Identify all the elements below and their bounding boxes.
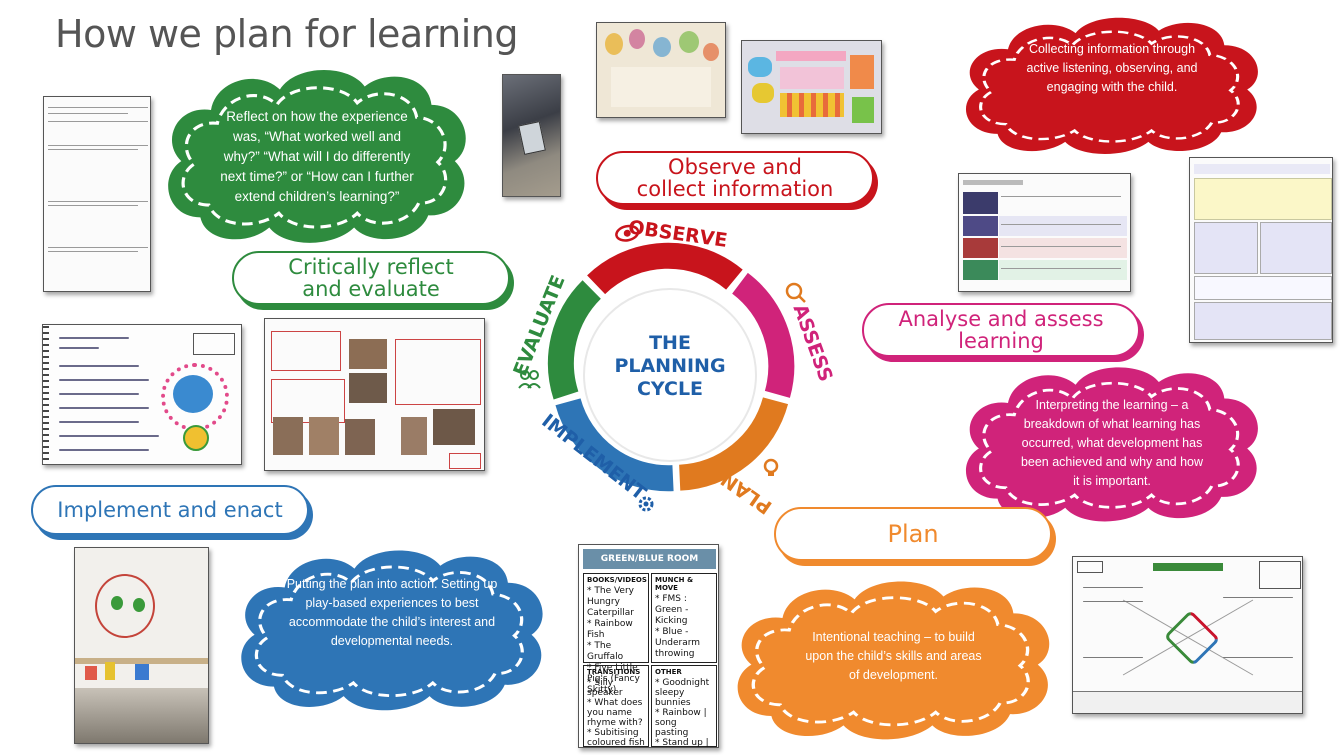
room-line: bunnies [655,698,691,708]
observe-label: Observe and collect information [596,151,874,205]
handprint-poster-photo [596,22,726,118]
room-line: * Rainbow | song [655,708,707,728]
cloud-shape [965,367,1258,522]
ring-segment-assess [731,272,795,398]
rainbow-notes-image [42,324,242,465]
room-line: Green - Kicking [655,605,689,626]
room-line: Pig's (Fancy Skitty) [587,674,640,695]
cycle-center-line-3: CYCLE [637,378,703,400]
planning-web-image [1072,556,1303,714]
intentional-cloud: Intentional teaching – to build upon the… [727,576,1060,744]
teacher-tablet-photo [502,74,561,197]
room-line: * What does [587,698,643,708]
room-line: * The Gruffalo [587,641,624,662]
room-section-title: MUNCH & MOVE [655,576,694,592]
magnifier-icon [785,282,806,303]
cycle-label-assess: ASSESS [788,301,835,384]
reflection-form-image [43,96,151,292]
room-line: * FMS : [655,594,687,604]
interpreting-cloud: Interpreting the learning – a breakdown … [956,362,1268,526]
room-line: throwing [655,649,695,659]
room-line: * Silly speaker [587,678,623,698]
green-blue-room-doc: GREEN/BLUE ROOM BOOKS/VIDEOS * The Very … [578,544,719,748]
ring-segment-observe [587,242,743,295]
room-section-transitions: TRANSITIONS * Silly speaker * What does … [583,665,649,747]
implement-enact-label: Implement and enact [31,485,309,535]
reflect-text: Reflect on how the experience was, “What… [220,109,414,204]
room-section-books: BOOKS/VIDEOS * The Very Hungry Caterpill… [583,573,649,695]
working-on-notes-image [958,173,1131,292]
cycle-center-line-1: THE [649,332,691,354]
cycle-label-plan: PLAN [717,468,776,519]
collecting-text: Collecting information through active li… [1026,42,1198,94]
room-line: * Subitising [587,728,639,738]
room-line: rhyme with? [587,718,643,728]
cycle-ring [547,242,795,492]
room-line: * Stand up | sit [655,738,709,748]
collecting-cloud: Collecting information through active li… [956,13,1268,158]
room-line: * Five Little [587,663,638,673]
room-line: pasting [655,728,689,738]
room-line: you name [587,708,632,718]
page-title: How we plan for learning [55,12,519,56]
planning-cycle-diagram: THE PLANNING CYCLE OBSERVE ASSESS PLAN I… [509,216,835,519]
ring-segment-implement [555,397,674,492]
cloud-shape [168,69,466,243]
learning-story-image [264,318,485,471]
gear-icon [638,496,654,512]
room-section-title: BOOKS/VIDEOS [587,576,647,584]
assessment-form-image [1189,157,1333,343]
intentional-text: Intentional teaching – to build upon the… [805,629,982,682]
room-line: * The Very [587,586,634,596]
room-header: GREEN/BLUE ROOM [583,549,716,569]
whiteboard-shelf-photo [74,547,209,744]
room-section-title: OTHER [655,668,682,676]
eye-icon [615,224,640,242]
room-line: * Blue - Underarm [655,627,701,648]
putting-text: Putting the plan into action. Setting up… [286,577,498,648]
cloud-shape [965,17,1258,154]
room-section-munch: MUNCH & MOVE * FMS : Green - Kicking * B… [651,573,717,663]
critically-reflect-label: Critically reflect and evaluate [232,251,510,305]
ring-segment-evaluate [547,280,602,400]
room-line: * Goodnight sleepy [655,678,710,698]
lightbulb-icon [763,458,779,476]
analyse-assess-label: Analyse and assess learning [862,303,1140,357]
room-line: Hungry Caterpillar [587,597,634,618]
cycle-center-line-2: PLANNING [614,355,725,377]
reflect-cloud: Reflect on how the experience was, “What… [158,64,476,248]
room-line: coloured fish [587,738,645,748]
colourful-board-photo [741,40,882,134]
room-line: * Rainbow Fish [587,619,633,640]
room-section-other: OTHER * Goodnight sleepy bunnies * Rainb… [651,665,717,747]
room-section-title: TRANSITIONS [587,668,641,676]
interpreting-text: Interpreting the learning – a breakdown … [1020,397,1204,488]
cycle-inner-ring [583,288,757,462]
cloud-shape [737,581,1050,740]
putting-cloud: Putting the plan into action. Setting up… [231,545,553,715]
people-icon [518,370,541,389]
ring-segment-plan [678,397,789,491]
cloud-shape [241,550,543,711]
plan-label: Plan [774,507,1052,561]
